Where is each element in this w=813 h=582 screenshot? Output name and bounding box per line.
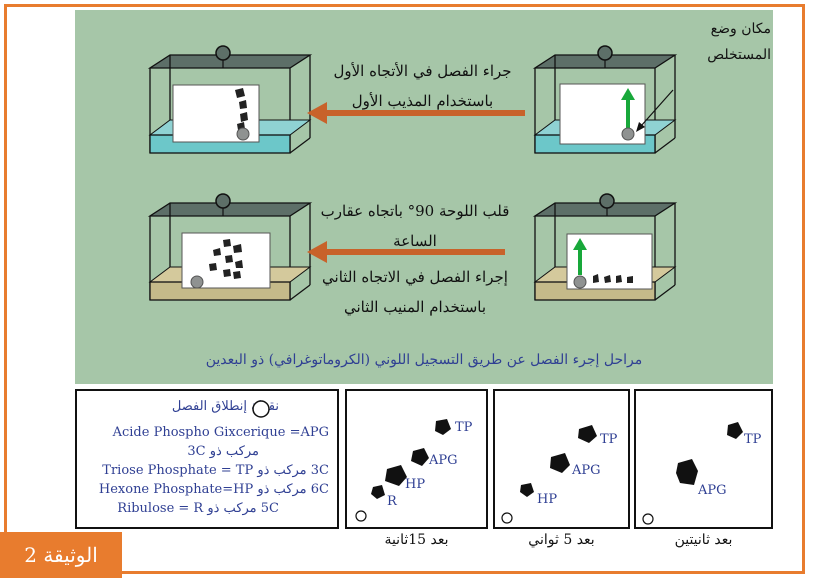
spot-apg xyxy=(550,453,570,473)
time-label-5s: بعد 5 ثواني xyxy=(528,532,595,548)
chromatogram-2s: TP APG xyxy=(634,389,773,529)
step3-line1: إجراء الفصل في الاتجاه الثاني xyxy=(322,268,508,286)
document-badge: الوثيقة 2 xyxy=(0,532,122,578)
legend-line4: 6C مركب ذو Hexone Phosphate=HP xyxy=(98,482,329,497)
panel-caption: مراحل إجرء الفصل عن طريق التسجيل اللوني … xyxy=(205,352,643,368)
chromatography-steps-panel: جراء الفصل في الأتجاه الأول باستخدام الم… xyxy=(75,10,773,384)
chromatography-illustration xyxy=(147,45,678,301)
tank-top-left xyxy=(147,45,313,154)
start-point-icon xyxy=(252,400,270,418)
legend-line1: Acide Phospho Gixcerique =APG xyxy=(112,425,329,440)
spot-tp xyxy=(578,425,597,443)
label-tp: TP xyxy=(600,432,618,447)
legend-line2: مركب ذو 3C xyxy=(187,444,259,459)
spot-tp xyxy=(727,422,743,439)
chromatogram-5s: TP APG HP xyxy=(493,389,630,529)
tank-bottom-right xyxy=(532,193,678,301)
label-apg: APG xyxy=(697,483,727,498)
note-line2: المستخلص xyxy=(707,47,771,63)
chromatogram-15s: TP APG HP R xyxy=(345,389,488,529)
step1-label: جراء الفصل في الأتجاه الأول باستخدام الم… xyxy=(320,56,525,116)
spot-apg xyxy=(411,448,429,466)
origin-point xyxy=(642,513,654,525)
chromatogram-5s-svg: TP APG HP xyxy=(501,425,618,524)
label-hp: HP xyxy=(537,492,557,507)
time-label-2s: بعد ثانيتين xyxy=(674,532,733,548)
step1-line1: جراء الفصل في الأتجاه الأول xyxy=(333,62,512,80)
step2-label: قلب اللوحة 90° باتجاه عقارب الساعة xyxy=(310,196,520,256)
spot-r xyxy=(371,485,385,499)
step3-label: إجراء الفصل في الاتجاه الثاني باستخدام ا… xyxy=(310,262,520,322)
legend-start-point: نقطة إنطلاق الفصل xyxy=(171,399,279,414)
legend-line3: 3C مركب ذو Triose Phosphate = TP xyxy=(102,463,329,478)
chromatogram-2s-svg: TP APG xyxy=(642,422,762,525)
spot-apg xyxy=(676,459,698,485)
label-apg: APG xyxy=(571,463,601,478)
note-line1: مكان وضع xyxy=(710,21,771,37)
label-hp: HP xyxy=(405,477,425,492)
step1-line2: باستخدام المذيب الأول xyxy=(351,92,494,110)
legend-box: نقطة إنطلاق الفصل Acide Phospho Gixceriq… xyxy=(75,389,339,529)
origin-point xyxy=(355,510,367,522)
time-label-15s: بعد 15ثانية xyxy=(384,532,449,548)
tank-bottom-left xyxy=(147,193,313,301)
chromatogram-15s-svg: TP APG HP R xyxy=(355,419,473,522)
spot-hp xyxy=(520,483,534,497)
extract-location-note: مكان وضع المستخلص xyxy=(667,16,771,68)
label-r: R xyxy=(387,494,398,509)
label-tp: TP xyxy=(455,420,473,435)
spot-hp xyxy=(385,465,407,486)
tank-top-right xyxy=(532,45,678,154)
step2-line2: الساعة xyxy=(393,232,437,250)
step3-line2: باستخدام المنيب الثاني xyxy=(343,298,487,316)
spot-tp xyxy=(435,419,451,435)
label-tp: TP xyxy=(744,432,762,447)
legend-line5: 5C مركب ذو Ribulose = R xyxy=(117,501,279,516)
step2-line1: قلب اللوحة 90° باتجاه عقارب xyxy=(320,202,510,220)
origin-point xyxy=(501,512,513,524)
label-apg: APG xyxy=(428,453,458,468)
